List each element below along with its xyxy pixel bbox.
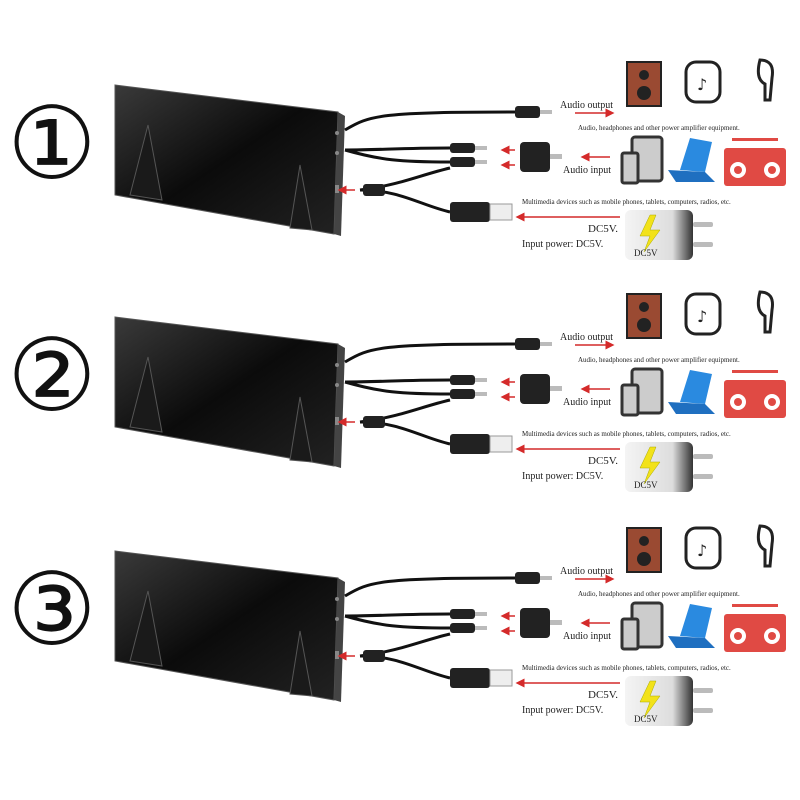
audio-input-label: Audio input — [563, 397, 611, 408]
audio-splitter — [520, 608, 550, 638]
display-device — [114, 316, 345, 468]
step-number: ① — [7, 85, 97, 202]
speaker-icon — [626, 527, 662, 573]
svg-text:♪: ♪ — [697, 307, 707, 326]
stand-left — [129, 124, 163, 201]
setup-section-3: ③ Audio output Audio, headphones and oth… — [7, 524, 786, 726]
audio-output-label: Audio output — [560, 100, 613, 111]
multimedia-caption: Multimedia devices such as mobile phones… — [522, 664, 731, 672]
power-plug-icon: DC5V — [625, 676, 713, 726]
port-audio-out[interactable] — [335, 131, 339, 135]
port-usb[interactable] — [335, 651, 339, 659]
radio-icon — [724, 138, 786, 186]
usb-plug — [450, 668, 490, 688]
audio-equipment-caption: Audio, headphones and other power amplif… — [578, 124, 740, 132]
cylinder-speaker-icon: ♪ — [684, 526, 722, 570]
lightning-bolt-icon — [639, 214, 661, 253]
input-power-label: Input power: DC5V. — [522, 239, 603, 250]
speaker-icon — [626, 61, 662, 107]
dc-label: DC5V. — [588, 223, 618, 235]
lightning-bolt-icon — [639, 680, 661, 719]
port-audio-out[interactable] — [335, 597, 339, 601]
cylinder-speaker-icon: ♪ — [684, 292, 722, 336]
radio-icon — [724, 604, 786, 652]
plug-label: DC5V — [634, 480, 658, 490]
laptop-icon — [668, 370, 715, 414]
speaker-icon — [626, 293, 662, 339]
stand-right — [289, 396, 313, 463]
dc-label: DC5V. — [588, 455, 618, 467]
earphone-icon — [756, 524, 774, 568]
arrows — [337, 574, 620, 688]
step-number: ② — [7, 317, 97, 434]
audio-input-label: Audio input — [563, 631, 611, 642]
input-power-label: Input power: DC5V. — [522, 705, 603, 716]
usb-plug — [450, 434, 490, 454]
audio-output-label: Audio output — [560, 332, 613, 343]
step-number: ③ — [7, 551, 97, 668]
phone-tablet-icon — [620, 367, 664, 417]
arrows — [337, 108, 620, 222]
port-audio-in[interactable] — [335, 151, 339, 155]
power-plug-icon: DC5V — [625, 210, 713, 260]
connectors — [363, 106, 562, 222]
display-device — [114, 84, 345, 236]
audio-splitter — [520, 142, 550, 172]
connectors — [363, 338, 562, 454]
port-audio-in[interactable] — [335, 383, 339, 387]
audio-output-label: Audio output — [560, 566, 613, 577]
phone-tablet-icon — [620, 601, 664, 651]
setup-section-2: ② Audio output Audio, headphones and oth… — [7, 290, 786, 492]
stand-right — [289, 164, 313, 231]
usb-plug — [450, 202, 490, 222]
audio-splitter — [520, 374, 550, 404]
laptop-icon — [668, 604, 715, 648]
power-plug-icon: DC5V — [625, 442, 713, 492]
cables — [344, 110, 521, 214]
cables — [344, 576, 521, 680]
multimedia-caption: Multimedia devices such as mobile phones… — [522, 430, 731, 438]
phone-tablet-icon — [620, 135, 664, 185]
input-power-label: Input power: DC5V. — [522, 471, 603, 482]
dc-label: DC5V. — [588, 689, 618, 701]
earphone-icon — [756, 290, 774, 334]
stand-left — [129, 356, 163, 433]
multimedia-caption: Multimedia devices such as mobile phones… — [522, 198, 731, 206]
stand-right — [289, 630, 313, 697]
svg-text:♪: ♪ — [697, 541, 707, 560]
plug-label: DC5V — [634, 714, 658, 724]
plug-label: DC5V — [634, 248, 658, 258]
lightning-bolt-icon — [639, 446, 661, 485]
laptop-icon — [668, 138, 715, 182]
audio-equipment-caption: Audio, headphones and other power amplif… — [578, 356, 740, 364]
arrows — [337, 340, 620, 454]
svg-text:♪: ♪ — [697, 75, 707, 94]
setup-section-1: ① Audio output Audio, headphones and oth… — [7, 58, 786, 260]
port-usb[interactable] — [335, 185, 339, 193]
earphone-icon — [756, 58, 774, 102]
port-usb[interactable] — [335, 417, 339, 425]
port-audio-out[interactable] — [335, 363, 339, 367]
port-audio-in[interactable] — [335, 617, 339, 621]
stand-left — [129, 590, 163, 667]
connectors — [363, 572, 562, 688]
radio-icon — [724, 370, 786, 418]
cables — [344, 342, 521, 446]
audio-input-label: Audio input — [563, 165, 611, 176]
display-device — [114, 550, 345, 702]
cylinder-speaker-icon: ♪ — [684, 60, 722, 104]
audio-equipment-caption: Audio, headphones and other power amplif… — [578, 590, 740, 598]
